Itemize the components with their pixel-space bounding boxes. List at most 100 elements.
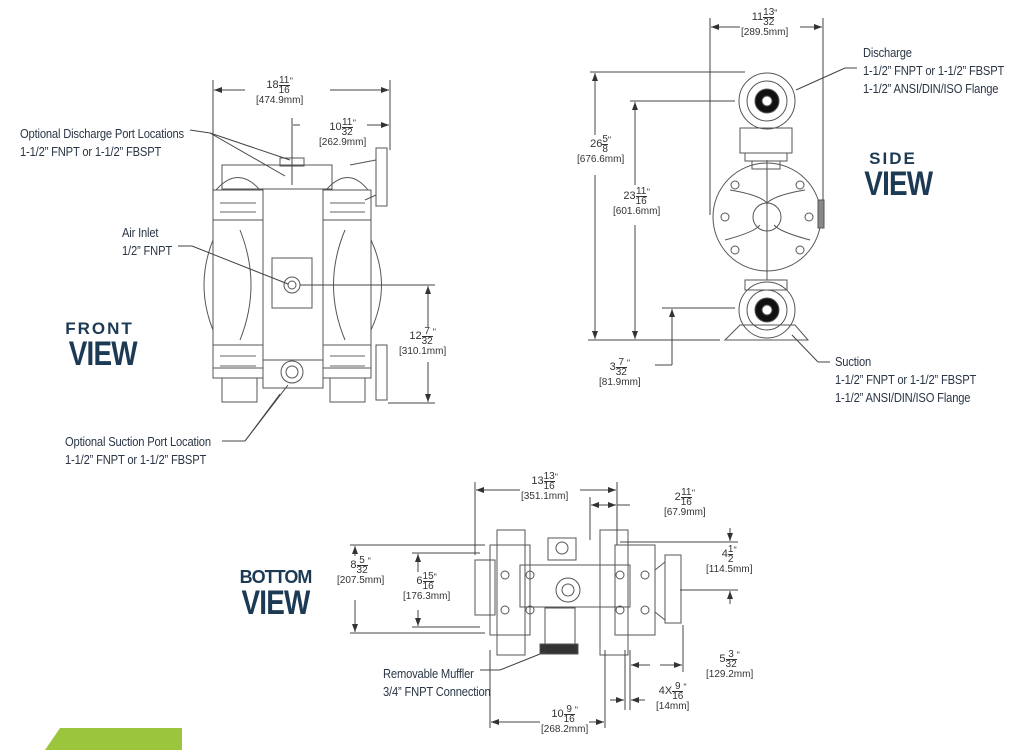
fraction-denominator: 8 — [602, 144, 608, 155]
label-line: Suction — [835, 354, 872, 369]
inch-mark: " — [554, 472, 558, 482]
fraction-denominator: 16 — [543, 481, 555, 492]
label-line: 1/2” FNPT — [122, 243, 173, 258]
dimension-whole: 12 — [409, 330, 422, 342]
inch-mark: " — [432, 327, 436, 337]
fraction-numerator: 5 — [602, 134, 608, 145]
dimension-mm: [129.2mm] — [706, 669, 754, 680]
dimension-mm: [67.9mm] — [664, 507, 706, 518]
inch-mark: " — [736, 650, 740, 660]
fraction-denominator: 32 — [356, 565, 368, 576]
inch-mark: " — [289, 76, 293, 86]
front-view-title-a: FRONT — [65, 319, 134, 338]
side-view-pump — [712, 72, 825, 341]
front-dimension-lines — [178, 80, 435, 442]
label-line: 1-1/2” ANSI/DIN/ISO Flange — [863, 81, 999, 96]
fraction-numerator: 9 — [672, 682, 684, 692]
front-view-title-b: VIEW — [68, 335, 138, 373]
side-view-title-a: SIDE — [869, 149, 917, 168]
front-view-title: FRONT VIEW — [62, 320, 137, 371]
bottom-view-pump — [474, 529, 682, 656]
dimension-whole: 18 — [266, 79, 279, 91]
dimension-whole: 26 — [590, 138, 603, 150]
label-line: 3/4” FNPT Connection — [383, 684, 491, 699]
dimension-mm: [289.5mm] — [741, 27, 789, 38]
label-line: Optional Suction Port Location — [65, 434, 211, 449]
fraction-numerator: 15 — [422, 571, 434, 582]
bottom-view-title: BOTTOM VIEW — [233, 568, 318, 620]
bottom-dimension-lines — [350, 482, 738, 728]
dimension-mm: [474.9mm] — [256, 95, 304, 106]
dimension-whole: 11 — [751, 11, 764, 23]
label-line: Optional Discharge Port Locations — [20, 126, 184, 141]
dimension-whole: 5 — [719, 653, 726, 665]
fraction-denominator: 32 — [615, 367, 627, 378]
fraction-numerator: 11 — [680, 487, 692, 498]
dimension-whole: 13 — [531, 475, 544, 487]
dimension-mm: [176.3mm] — [403, 591, 451, 602]
label-line: 1-1/2” FNPT or 1-1/2” FBSPT — [65, 452, 207, 467]
fraction-denominator: 2 — [727, 554, 734, 565]
inch-mark: " — [433, 572, 437, 582]
front-view-pump — [203, 147, 388, 403]
inch-mark: " — [352, 118, 356, 128]
dimension-mm: [114.5mm] — [706, 564, 753, 575]
label-line: Removable Muffler — [383, 666, 474, 681]
fraction-denominator: 32 — [763, 17, 775, 28]
dimension-mm: [351.1mm] — [521, 491, 569, 502]
fraction-numerator: 7 — [421, 327, 433, 337]
dimension-whole: 23 — [623, 190, 636, 202]
dimension-whole: 6 — [416, 575, 423, 587]
fraction-denominator: 16 — [680, 497, 692, 508]
dimension-mm: [14mm] — [656, 701, 690, 712]
label-line: Air Inlet — [122, 225, 159, 240]
dimension-mm: [81.9mm] — [599, 377, 641, 388]
dimension-mm: [601.6mm] — [613, 206, 661, 217]
fraction-numerator: 11 — [635, 186, 647, 197]
bottom-view-title-a: BOTTOM — [239, 567, 313, 587]
dimension-whole: 10 — [551, 708, 564, 720]
side-view-title: SIDE VIEW — [858, 149, 933, 201]
inch-mark: " — [733, 545, 737, 555]
fraction-numerator: 11 — [341, 117, 353, 128]
front-discharge-label: Optional Discharge Port Locations 1-1/2”… — [20, 125, 184, 161]
fraction-denominator: 32 — [421, 336, 433, 347]
inch-mark: " — [367, 556, 371, 566]
fraction-numerator: 9 — [563, 705, 575, 715]
dimension-mm: [207.5mm] — [337, 575, 385, 586]
fraction-denominator: 16 — [422, 581, 434, 592]
inch-mark: " — [691, 488, 696, 498]
front-suction-label: Optional Suction Port Location 1-1/2” FN… — [65, 433, 211, 469]
fraction-numerator: 7 — [615, 358, 627, 368]
air-inlet-label: Air Inlet 1/2” FNPT — [122, 224, 172, 260]
inch-mark: " — [607, 135, 612, 145]
dimension-mm: [268.2mm] — [541, 724, 589, 735]
accent-tab — [45, 728, 182, 750]
fraction-numerator: 13 — [543, 471, 555, 482]
inch-mark: " — [646, 187, 650, 197]
dimension-mm: [676.6mm] — [577, 154, 625, 165]
fraction-denominator: 16 — [672, 691, 684, 702]
inch-mark: " — [683, 682, 687, 692]
